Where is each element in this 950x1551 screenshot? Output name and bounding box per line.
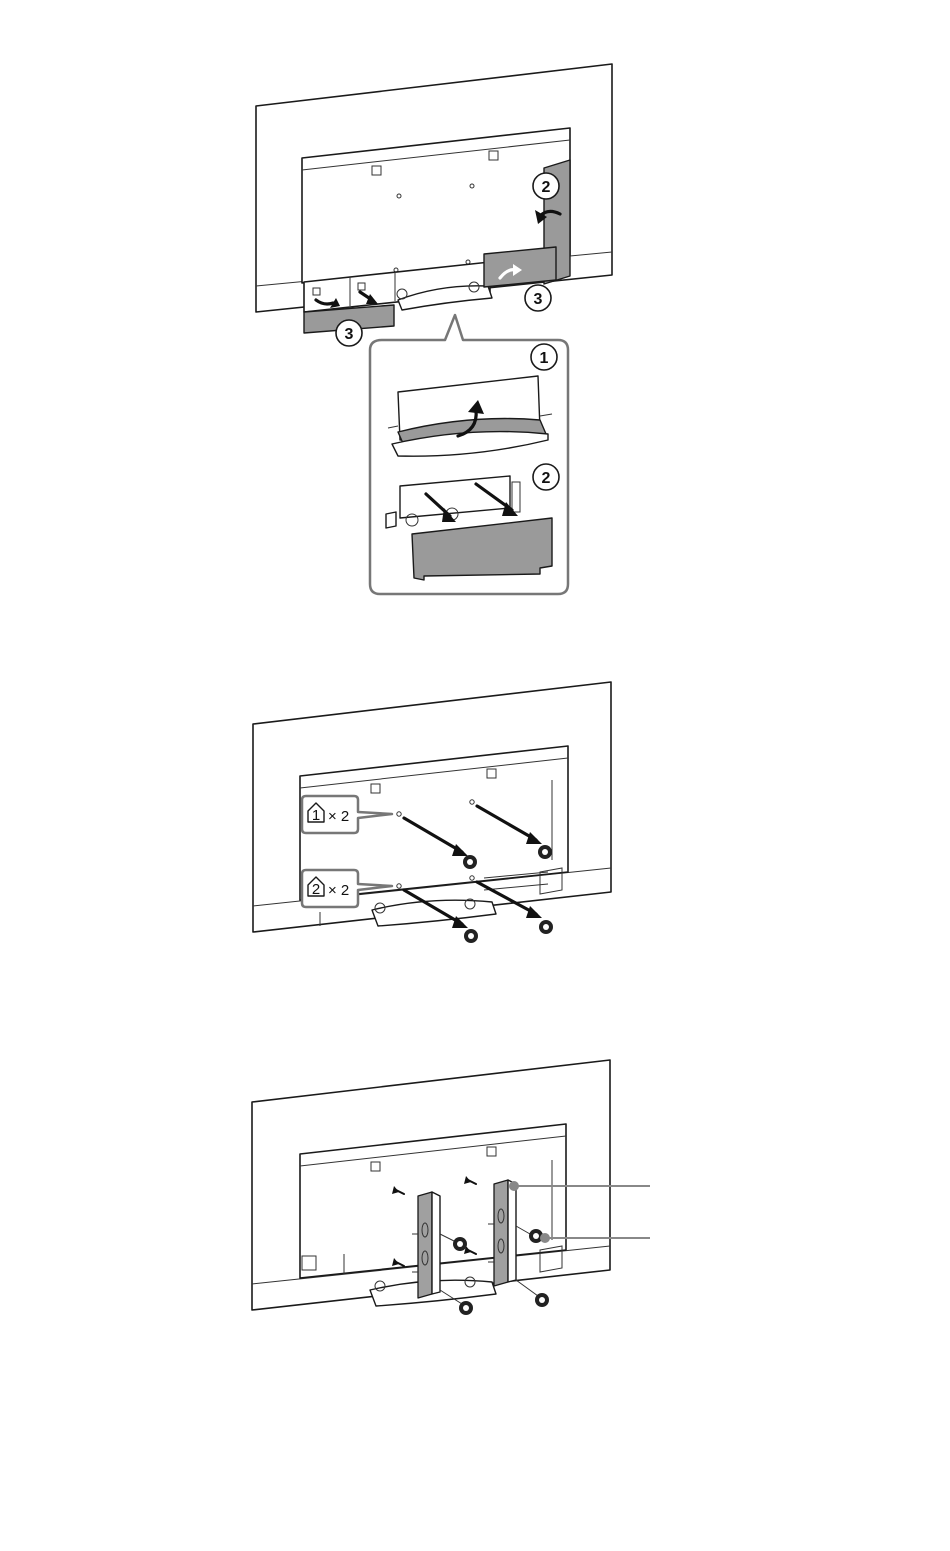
screw-icon [453,1237,467,1251]
svg-text:2: 2 [312,881,320,898]
figure-2-remove-screws: 1 × 2 2 × 2 [253,682,611,943]
svg-text:3: 3 [345,326,354,343]
svg-text:1: 1 [540,350,549,367]
svg-text:3: 3 [534,291,543,308]
svg-text:× 2: × 2 [328,882,349,899]
screw-icon [464,929,478,943]
screw-icon [535,1293,549,1307]
step-badge-icon: 3 [525,285,551,311]
screw-icon [463,855,477,869]
svg-text:× 2: × 2 [328,808,349,825]
screw-icon [539,920,553,934]
screw-icon [459,1301,473,1315]
step-badge-icon: 2 [533,173,559,199]
cover-right-lower [484,247,556,287]
screw-icon [538,845,552,859]
step-badge-icon: 1 [531,344,557,370]
svg-text:2: 2 [542,470,551,487]
svg-text:2: 2 [542,179,551,196]
figure-3-attach-brackets [252,1060,650,1315]
step-badge-icon: 3 [336,320,362,346]
figure-1-remove-covers: 2 3 3 1 [256,64,612,594]
step-badge-icon: 2 [533,464,559,490]
svg-text:1: 1 [312,807,320,824]
